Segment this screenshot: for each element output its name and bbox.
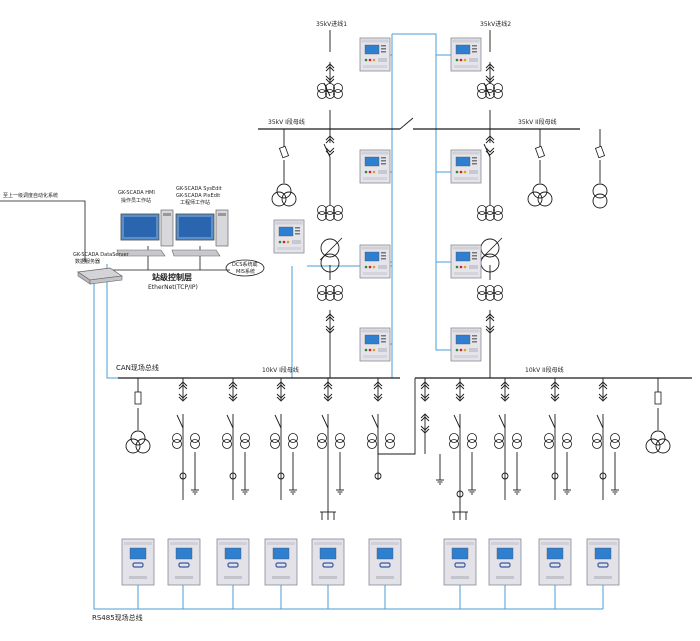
sysedit-title: GK-SCADA SysEdit	[176, 186, 222, 192]
main-transformers	[319, 237, 503, 273]
hv-switches	[323, 63, 495, 334]
hv-protection-relays	[273, 37, 482, 362]
hv-section	[258, 30, 601, 378]
lv-feeders	[137, 378, 659, 512]
rs485-bus-label: RS485现场总线	[92, 614, 143, 622]
hmi-title: GK-SCADA HMI	[118, 190, 155, 196]
lv-bus-2-label: 10kV II段母线	[525, 367, 564, 374]
hv-bus-2-label: 35kV II段母线	[518, 119, 557, 126]
data-server-box	[77, 267, 123, 285]
pixedit-title: GK-SCADA PixEdit	[176, 193, 221, 199]
lv-bus-1-label: 10kV I段母线	[262, 367, 299, 374]
lv-current-transformers	[172, 433, 620, 449]
lv-switches	[176, 414, 604, 429]
mis-label: MIS系统	[236, 269, 255, 275]
station-transformers	[271, 145, 608, 209]
incoming-line-2-label: 35kV进线2	[480, 21, 512, 28]
can-bus-label: CAN现场总线	[116, 364, 159, 372]
station-network	[0, 200, 265, 277]
station-layer-label: 站级控制层	[152, 273, 192, 282]
hmi-workstation-computer	[116, 209, 174, 257]
ethernet-label: EtherNet(TCP/IP)	[148, 284, 198, 291]
lv-grounds	[179, 452, 616, 520]
upstream-dispatch-label: 至上一级调度自动化系统	[3, 193, 59, 199]
lv-chevrons	[178, 381, 608, 434]
hv-bus-1-label: 35kV I段母线	[268, 119, 305, 126]
hmi-subtitle: 操作员工作站	[121, 198, 152, 204]
lv-fuses-and-transformers	[125, 391, 671, 454]
incoming-line-1-label: 35kV进线1	[316, 21, 348, 28]
dcs-label: DCS系统或	[232, 262, 258, 268]
comm-wiring	[93, 33, 604, 610]
server-title: GK-SCADA DataServer	[73, 252, 129, 258]
server-subtitle: 数据服务器	[75, 259, 101, 265]
sysedit-subtitle: 工程师工作站	[180, 200, 211, 206]
feeder-protection-units	[121, 538, 620, 586]
